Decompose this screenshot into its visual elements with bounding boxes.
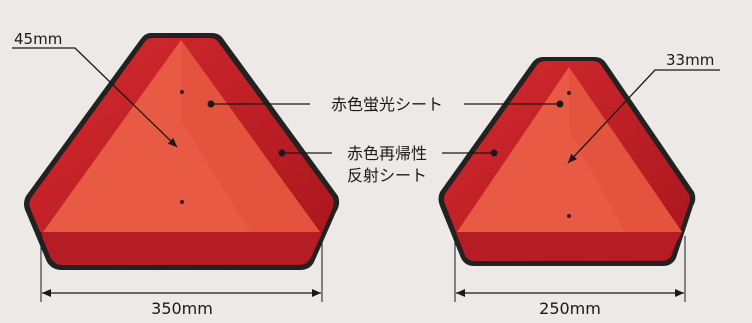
label-retroreflective-line1: 赤色再帰性 <box>347 144 427 163</box>
callout-small-border: 33mm <box>567 51 720 164</box>
large-sign-rivet-bottom <box>180 200 184 204</box>
small-sign-rivet-bottom <box>567 214 571 218</box>
dot-retro-right <box>490 149 498 157</box>
label-33mm: 33mm <box>666 51 714 69</box>
leader-45mm <box>12 47 178 148</box>
large-sign <box>24 33 340 270</box>
dimension-large: 350mm <box>40 232 323 318</box>
dot-fluorescent-right <box>556 100 564 108</box>
dimension-small: 250mm <box>454 236 686 318</box>
dot-retro-left <box>278 149 286 157</box>
small-sign <box>438 57 696 266</box>
small-sign-fluorescent-shade <box>569 67 682 232</box>
callout-fluorescent: 赤色蛍光シート <box>207 95 564 114</box>
label-fluorescent-sheet: 赤色蛍光シート <box>331 95 443 114</box>
dot-fluorescent-left <box>207 100 215 108</box>
large-sign-rivet-top <box>180 90 184 94</box>
label-250mm: 250mm <box>539 299 601 318</box>
label-350mm: 350mm <box>151 299 213 318</box>
callout-retroreflective: 赤色再帰性 反射シート <box>278 144 498 185</box>
label-45mm: 45mm <box>14 30 62 48</box>
small-sign-rivet-top <box>567 91 571 95</box>
label-retroreflective-line2: 反射シート <box>347 166 427 185</box>
leader-33mm <box>567 69 720 164</box>
large-sign-bottom-band <box>40 232 323 264</box>
large-sign-fluorescent-shade <box>181 40 320 232</box>
small-sign-bottom-band <box>456 232 682 260</box>
callout-large-border: 45mm <box>12 30 178 148</box>
